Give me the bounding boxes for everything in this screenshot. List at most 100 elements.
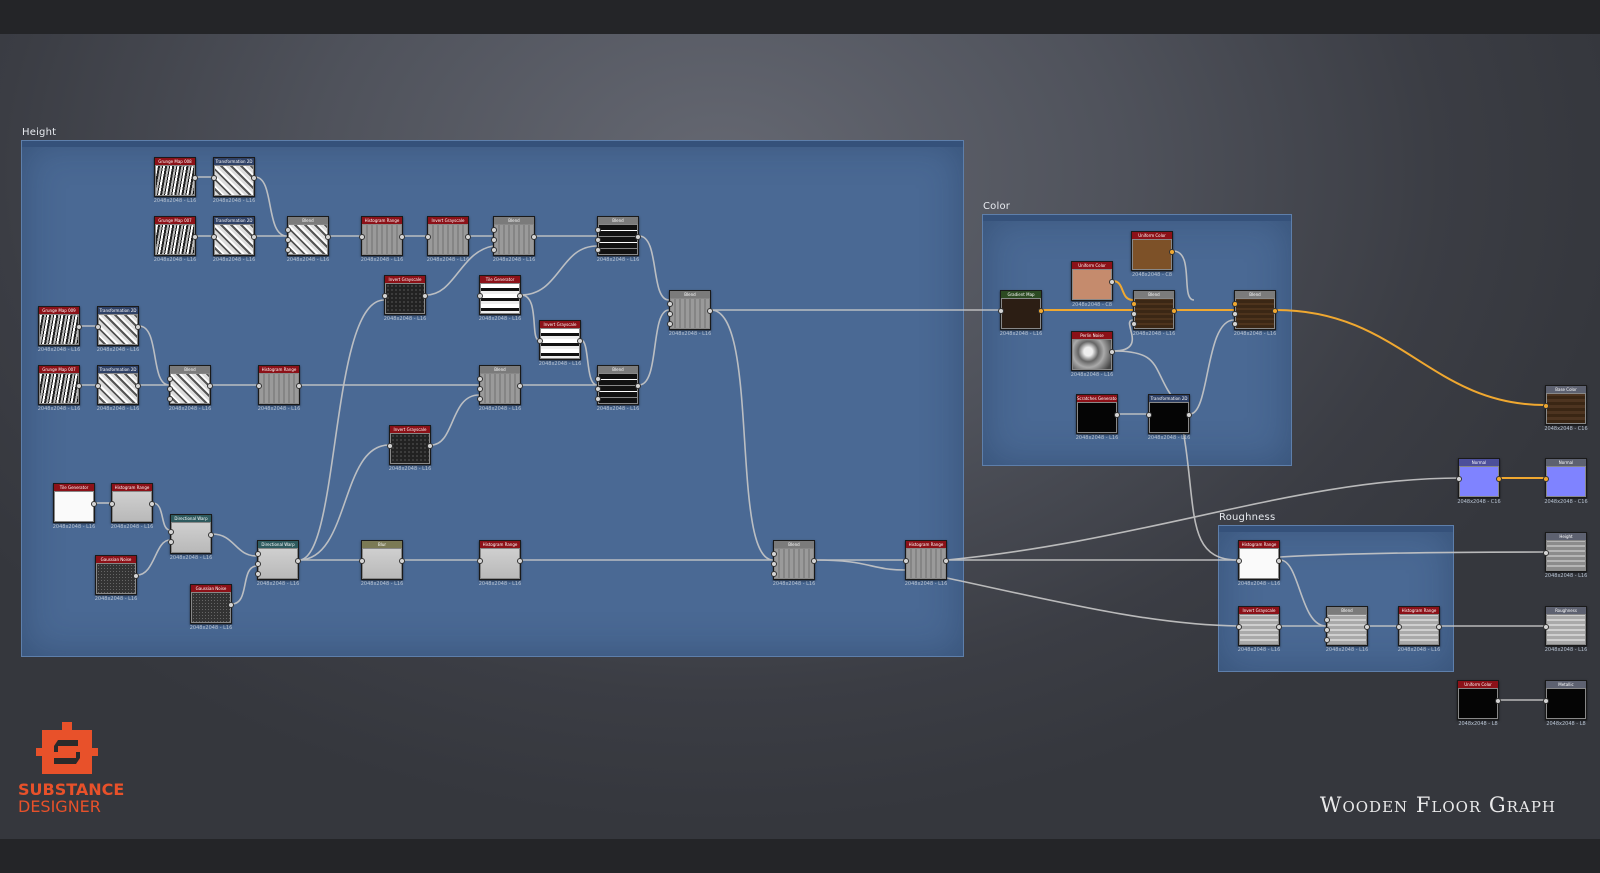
output-port[interactable] [531, 234, 537, 240]
output-port[interactable] [228, 602, 234, 608]
input-port[interactable] [168, 529, 174, 535]
output-port[interactable] [296, 383, 302, 389]
input-port[interactable] [1236, 624, 1242, 630]
output-port[interactable] [207, 383, 213, 389]
output-port[interactable] [295, 558, 301, 564]
input-port[interactable] [1324, 627, 1330, 633]
input-port[interactable] [167, 396, 173, 402]
output-port[interactable] [635, 234, 641, 240]
input-port[interactable] [167, 386, 173, 392]
output-port[interactable] [517, 383, 523, 389]
output-port[interactable] [1276, 558, 1282, 564]
input-port[interactable] [477, 293, 483, 299]
input-port[interactable] [903, 558, 909, 564]
input-port[interactable] [95, 383, 101, 389]
input-port[interactable] [771, 561, 777, 567]
output-port[interactable] [91, 501, 97, 507]
input-port[interactable] [1131, 321, 1137, 327]
output-port[interactable] [1186, 412, 1192, 418]
input-port[interactable] [1324, 637, 1330, 643]
output-port[interactable] [517, 293, 523, 299]
output-port[interactable] [135, 383, 141, 389]
input-port[interactable] [595, 386, 601, 392]
input-port[interactable] [491, 227, 497, 233]
input-port[interactable] [109, 501, 115, 507]
input-port[interactable] [1543, 403, 1549, 409]
input-port[interactable] [1131, 311, 1137, 317]
input-port[interactable] [998, 308, 1004, 314]
output-port[interactable] [1038, 308, 1044, 314]
input-port[interactable] [1396, 624, 1402, 630]
input-port[interactable] [255, 551, 261, 557]
output-port[interactable] [1495, 698, 1501, 704]
output-port[interactable] [1109, 349, 1115, 355]
input-port[interactable] [285, 227, 291, 233]
output-port[interactable] [943, 558, 949, 564]
input-port[interactable] [255, 561, 261, 567]
input-port[interactable] [667, 321, 673, 327]
input-port[interactable] [595, 247, 601, 253]
output-port[interactable] [251, 175, 257, 181]
output-port[interactable] [76, 324, 82, 330]
input-port[interactable] [491, 237, 497, 243]
input-port[interactable] [387, 443, 393, 449]
output-port[interactable] [577, 338, 583, 344]
input-port[interactable] [771, 571, 777, 577]
input-port[interactable] [667, 301, 673, 307]
input-port[interactable] [477, 396, 483, 402]
output-port[interactable] [1272, 308, 1278, 314]
output-port[interactable] [133, 573, 139, 579]
output-port[interactable] [1364, 624, 1370, 630]
input-port[interactable] [491, 247, 497, 253]
output-port[interactable] [427, 443, 433, 449]
output-port[interactable] [1109, 279, 1115, 285]
input-port[interactable] [667, 311, 673, 317]
output-port[interactable] [76, 383, 82, 389]
input-port[interactable] [1232, 311, 1238, 317]
input-port[interactable] [359, 558, 365, 564]
input-port[interactable] [1236, 558, 1242, 564]
input-port[interactable] [1146, 412, 1152, 418]
input-port[interactable] [1324, 617, 1330, 623]
input-port[interactable] [477, 558, 483, 564]
input-port[interactable] [359, 234, 365, 240]
input-port[interactable] [285, 237, 291, 243]
input-port[interactable] [1543, 624, 1549, 630]
output-port[interactable] [1171, 308, 1177, 314]
input-port[interactable] [477, 386, 483, 392]
output-port[interactable] [811, 558, 817, 564]
input-port[interactable] [255, 571, 261, 577]
input-port[interactable] [1543, 550, 1549, 556]
input-port[interactable] [771, 551, 777, 557]
output-port[interactable] [399, 558, 405, 564]
